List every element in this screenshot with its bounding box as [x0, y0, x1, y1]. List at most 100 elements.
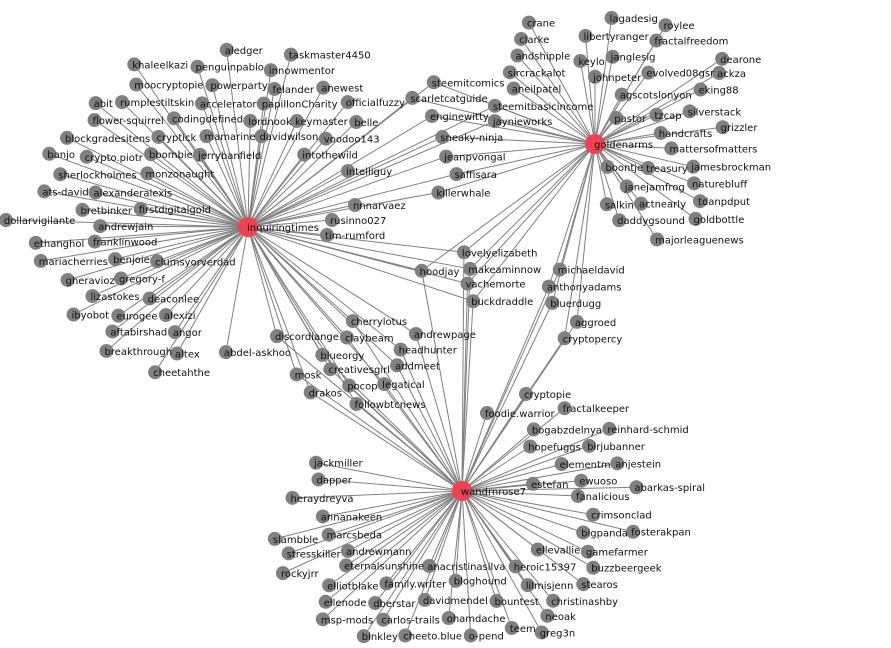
- node[interactable]: [514, 31, 529, 46]
- node[interactable]: [576, 525, 591, 540]
- node[interactable]: [422, 558, 437, 573]
- hub-node[interactable]: [238, 217, 258, 237]
- node[interactable]: [151, 129, 166, 144]
- node[interactable]: [569, 314, 584, 329]
- node[interactable]: [340, 543, 355, 558]
- node[interactable]: [586, 507, 601, 522]
- node[interactable]: [480, 406, 494, 420]
- node[interactable]: [441, 611, 456, 626]
- node[interactable]: [111, 308, 126, 323]
- node[interactable]: [519, 387, 533, 401]
- node[interactable]: [634, 196, 649, 211]
- node[interactable]: [99, 343, 114, 358]
- node[interactable]: [487, 114, 502, 129]
- node[interactable]: [504, 620, 519, 635]
- node[interactable]: [489, 593, 504, 608]
- node[interactable]: [605, 49, 620, 64]
- node[interactable]: [641, 161, 656, 175]
- node[interactable]: [129, 77, 144, 92]
- node[interactable]: [349, 397, 364, 412]
- node[interactable]: [405, 90, 420, 105]
- node[interactable]: [348, 198, 362, 212]
- node[interactable]: [523, 439, 538, 454]
- node[interactable]: [688, 211, 703, 226]
- node[interactable]: [285, 490, 300, 505]
- node[interactable]: [320, 228, 334, 242]
- node[interactable]: [267, 81, 282, 96]
- node[interactable]: [368, 595, 383, 610]
- node[interactable]: [525, 476, 540, 491]
- node[interactable]: [614, 87, 629, 102]
- node[interactable]: [28, 235, 43, 250]
- node[interactable]: [53, 167, 68, 182]
- hub-node[interactable]: [585, 134, 605, 154]
- node[interactable]: [626, 524, 641, 539]
- node[interactable]: [60, 272, 75, 287]
- node[interactable]: [323, 362, 338, 377]
- node[interactable]: [140, 166, 155, 181]
- node[interactable]: [580, 544, 595, 559]
- node[interactable]: [582, 438, 597, 453]
- node[interactable]: [341, 164, 355, 178]
- node[interactable]: [557, 401, 572, 416]
- node[interactable]: [629, 480, 644, 495]
- node[interactable]: [87, 234, 102, 249]
- node[interactable]: [37, 184, 52, 199]
- node[interactable]: [377, 377, 392, 392]
- node[interactable]: [693, 82, 708, 97]
- node[interactable]: [297, 147, 312, 162]
- node[interactable]: [534, 625, 549, 640]
- node[interactable]: [609, 111, 624, 126]
- node[interactable]: [33, 253, 48, 268]
- node[interactable]: [649, 107, 664, 122]
- node[interactable]: [142, 291, 157, 306]
- node[interactable]: [545, 295, 560, 310]
- node[interactable]: [546, 593, 561, 608]
- node[interactable]: [502, 65, 517, 80]
- node[interactable]: [263, 63, 278, 78]
- node[interactable]: [275, 566, 290, 581]
- node[interactable]: [105, 324, 120, 339]
- node[interactable]: [190, 59, 205, 74]
- node[interactable]: [510, 48, 525, 63]
- node[interactable]: [79, 149, 94, 164]
- node[interactable]: [449, 167, 464, 182]
- node[interactable]: [340, 95, 355, 110]
- node[interactable]: [414, 263, 429, 278]
- node[interactable]: [658, 18, 673, 33]
- node[interactable]: [460, 276, 475, 291]
- node[interactable]: [309, 455, 324, 470]
- node[interactable]: [687, 176, 702, 191]
- node[interactable]: [435, 130, 450, 145]
- node[interactable]: [192, 147, 207, 162]
- node[interactable]: [588, 69, 602, 84]
- node[interactable]: [345, 314, 360, 329]
- node[interactable]: [520, 578, 535, 593]
- node[interactable]: [599, 197, 614, 212]
- node[interactable]: [60, 130, 75, 145]
- node[interactable]: [87, 113, 102, 128]
- node[interactable]: [619, 179, 634, 194]
- node[interactable]: [649, 33, 664, 48]
- node[interactable]: [85, 289, 100, 304]
- node[interactable]: [715, 51, 730, 66]
- node[interactable]: [573, 53, 588, 68]
- node[interactable]: [463, 628, 478, 643]
- node[interactable]: [398, 628, 413, 643]
- node[interactable]: [114, 271, 129, 286]
- node[interactable]: [315, 347, 330, 362]
- node[interactable]: [322, 578, 337, 593]
- hub-node[interactable]: [452, 481, 472, 501]
- node[interactable]: [148, 365, 163, 380]
- node[interactable]: [75, 202, 90, 217]
- node[interactable]: [664, 141, 679, 156]
- node[interactable]: [650, 232, 665, 247]
- node[interactable]: [408, 326, 423, 341]
- node[interactable]: [610, 456, 625, 471]
- node[interactable]: [526, 422, 541, 437]
- node[interactable]: [540, 608, 555, 623]
- node[interactable]: [93, 219, 108, 234]
- node[interactable]: [530, 542, 545, 557]
- node[interactable]: [205, 78, 220, 93]
- node[interactable]: [379, 576, 394, 591]
